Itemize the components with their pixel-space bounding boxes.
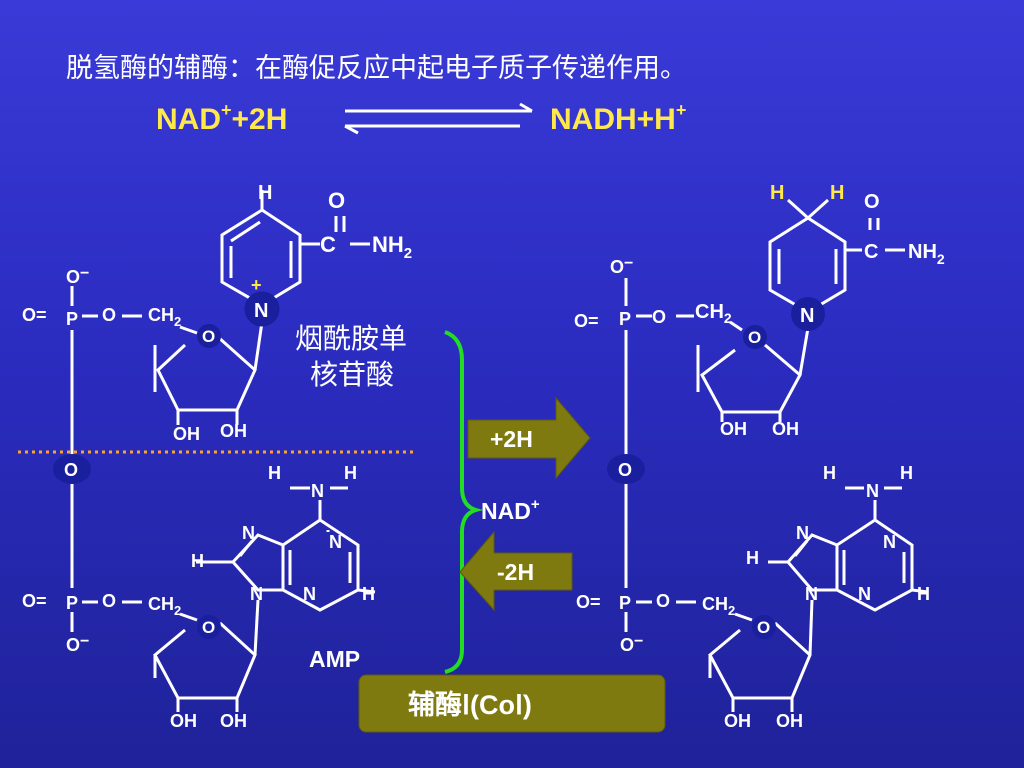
nmn-label-line1: 烟酰胺单 xyxy=(295,322,407,355)
right-bonds xyxy=(624,198,929,712)
r-atom-n: N xyxy=(800,305,814,327)
atom-n: N xyxy=(254,300,268,322)
ribose2-o-marker xyxy=(197,615,221,639)
ribose2-o: O xyxy=(202,618,215,637)
adenine-h-1: H xyxy=(268,463,281,483)
reduced-h-1: H xyxy=(770,182,784,204)
green-brace xyxy=(444,330,484,674)
r-phosphorus: P xyxy=(619,309,631,329)
r-adenine-n-1: N xyxy=(883,532,896,552)
ribose2-oh-1: OH xyxy=(170,711,197,731)
r-ch2: CH2 xyxy=(695,301,732,326)
r-adenine-n-7: N xyxy=(796,523,809,543)
plus-2h-arrow xyxy=(467,396,591,480)
adenine-h-8: H xyxy=(191,551,204,571)
r-ribose2-oh-1: OH xyxy=(724,711,751,731)
r-phosphate2-o-minus: O− xyxy=(620,633,643,655)
r-phosphorus-2: P xyxy=(619,593,631,613)
r-bridge-o-marker xyxy=(607,454,645,484)
adenine-h-2c: H xyxy=(362,584,375,604)
r-ribose2-o: O xyxy=(757,618,770,637)
r-ribose-oh-2: OH xyxy=(772,419,799,439)
reaction-right: NADH+H+ xyxy=(550,100,686,136)
r-ribose-o-marker xyxy=(743,325,767,349)
r-phosphate2-o-eq: O= xyxy=(576,592,601,612)
plus-2h-label: +2H xyxy=(490,426,533,452)
atom-c: C xyxy=(320,232,336,257)
ribose-o-marker xyxy=(197,324,221,348)
r-adenine-h-8: H xyxy=(746,548,759,568)
r-ribose2-o-marker xyxy=(752,615,776,639)
bridge-o-marker xyxy=(53,454,91,484)
adenine-n-9: N xyxy=(250,584,263,604)
r-ester-o-2: O xyxy=(656,591,670,611)
minus-2h-arrow xyxy=(459,530,573,612)
phosphate-o-minus: O− xyxy=(66,265,89,287)
reaction-left: NAD++2H xyxy=(156,100,287,136)
ribose-o: O xyxy=(202,327,215,346)
ch2-2: CH2 xyxy=(148,594,181,618)
r-adenine-n-amino: N xyxy=(866,481,879,501)
amide-nh2: NH2 xyxy=(372,232,412,262)
r-ribose2-oh-2: OH xyxy=(776,711,803,731)
reaction-equation: NAD++2H NADH+H+ xyxy=(156,100,686,136)
phosphate-o-eq: O= xyxy=(22,305,47,325)
coenzyme-box xyxy=(358,674,666,733)
nad-oxidized-structure: H O C NH2 + N O− O= P O CH2 O OH OH O H … xyxy=(22,182,412,731)
r-adenine-h-1: H xyxy=(823,463,836,483)
adenine-n-1: N xyxy=(329,532,342,552)
atom-o: O xyxy=(328,188,345,213)
phosphorus-2: P xyxy=(66,593,78,613)
nad-label: NAD+ xyxy=(481,496,540,524)
adenine-h-2: H xyxy=(344,463,357,483)
r-ch2-2: CH2 xyxy=(702,594,735,618)
r-atom-o: O xyxy=(864,191,880,213)
ch2: CH2 xyxy=(148,305,181,329)
atom-h: H xyxy=(258,182,272,204)
phosphate2-o-eq: O= xyxy=(22,591,47,611)
nmn-label-line2: 核苷酸 xyxy=(310,358,394,391)
phosphate2-o-minus: O− xyxy=(66,633,89,655)
adenine-n-3: N xyxy=(303,584,316,604)
coenzyme-label: 辅酶Ⅰ(CoⅠ) xyxy=(408,690,532,720)
bridge-o: O xyxy=(64,460,78,480)
ribose-oh-2: OH xyxy=(220,421,247,441)
ribose2-oh-2: OH xyxy=(220,711,247,731)
r-ribose-oh-1: OH xyxy=(720,419,747,439)
r-ribose-o: O xyxy=(748,328,761,347)
ester-o-2: O xyxy=(102,591,116,611)
nadh-reduced-structure: H H O C NH2 N O− O= P O CH2 O OH OH O H … xyxy=(574,182,945,731)
r-phosphate-o-eq: O= xyxy=(574,311,599,331)
r-adenine-n-3: N xyxy=(858,584,871,604)
ribose-oh-1: OH xyxy=(173,424,200,444)
equilibrium-arrows xyxy=(344,102,533,135)
phosphorus: P xyxy=(66,309,78,329)
minus-2h-label: -2H xyxy=(497,559,534,585)
r-amide-nh2: NH2 xyxy=(908,241,945,267)
adenine-n-7: N xyxy=(242,523,255,543)
r-adenine-n-9: N xyxy=(805,584,818,604)
r-phosphate-o-minus: O− xyxy=(610,255,633,277)
r-bridge-o: O xyxy=(618,460,632,480)
reduced-h-2: H xyxy=(830,182,844,204)
r-ester-o: O xyxy=(652,307,666,327)
left-bonds xyxy=(70,190,376,712)
page-title: 脱氢酶的辅酶：在酶促反应中起电子质子传递作用。 xyxy=(66,53,687,84)
ring-nitrogen-marker xyxy=(244,291,280,327)
r-adenine-h-2c: H xyxy=(917,584,930,604)
adenine-n-amino: N xyxy=(311,481,324,501)
ring-charge-plus: + xyxy=(251,275,262,295)
ester-o: O xyxy=(102,305,116,325)
amp-label: AMP xyxy=(309,646,360,672)
r-atom-c: C xyxy=(864,241,878,263)
r-adenine-h-2: H xyxy=(900,463,913,483)
r-ring-nitrogen-marker xyxy=(791,297,825,331)
